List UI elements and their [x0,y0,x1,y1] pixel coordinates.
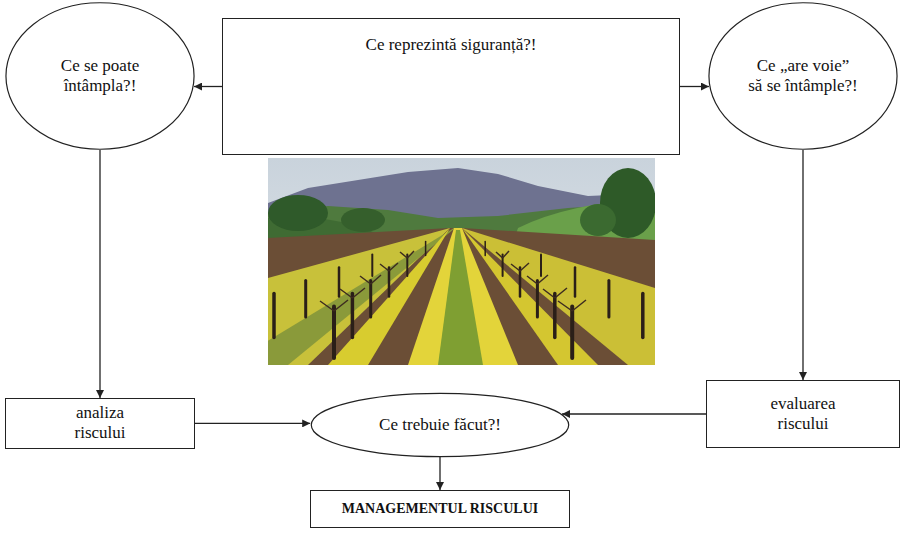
arrow-connector [680,86,709,87]
photo-part [462,228,655,365]
photo-part [553,294,557,338]
photo-part [536,281,539,318]
photo-part [351,294,355,338]
photo-part [388,268,391,297]
process-box: evaluarea riscului [706,380,900,448]
photo-part [574,268,577,297]
node-text: Ce se poate întâmpla?! [50,56,150,97]
photo-part [340,288,365,298]
arrow-connector [195,423,310,424]
arrow-connector [439,457,440,490]
photo-part [304,281,307,318]
node-text: Ce „are voie” să se întâmple?! [748,56,858,97]
photo-part [268,195,328,231]
photo-part [338,268,341,297]
photo-part [607,281,610,318]
process-box: analiza riscului [5,398,195,449]
arrow-connector [802,150,803,380]
arrow-connector [99,150,100,398]
photo-part [641,294,645,338]
ellipse-shape [709,3,897,150]
arrow-connector [194,86,222,87]
node-text: analiza riscului [60,403,140,444]
photo-part [400,251,414,258]
photo-part [360,275,381,284]
node-text: Ce trebuie făcut?! [379,415,501,435]
photo-part [511,263,529,271]
photo-part [580,204,616,236]
photo-part [320,251,586,311]
decision-ellipse: Ce trebuie făcut?! [310,393,570,457]
photo-part [438,230,483,365]
photo-part [274,241,643,358]
photo-part [543,288,567,298]
photo-part [496,251,509,258]
photo-part [268,158,655,365]
ellipse-shape [6,3,194,150]
photo-part [380,263,398,271]
photo-part [320,300,348,311]
photo-part [519,268,522,297]
question-circle: Ce se poate întâmpla?! [5,2,195,150]
node-text: Ce reprezintă siguranță?! [366,35,537,55]
photo-part [332,307,336,359]
photo-part [369,281,372,318]
photo-part [540,255,542,277]
node-text: evaluarea riscului [753,394,853,435]
photo-part [341,208,385,232]
result-box: MANAGEMENTUL RISCULUI [310,490,570,528]
vineyard-photo [268,158,655,365]
ellipse-shape [311,393,568,456]
photo-part [371,255,373,277]
question-circle: Ce „are voie” să se întâmple?! [708,2,898,150]
photo-part [484,241,486,255]
title-box: Ce reprezintă siguranță?! [222,18,680,155]
arrow-connector [562,413,706,414]
photo-part [268,228,655,365]
photo-part [558,300,586,311]
photo-part [425,241,427,255]
photo-part [570,307,574,359]
photo-part [272,294,276,338]
photo-part [527,275,548,284]
node-text: MANAGEMENTUL RISCULUI [342,501,538,518]
